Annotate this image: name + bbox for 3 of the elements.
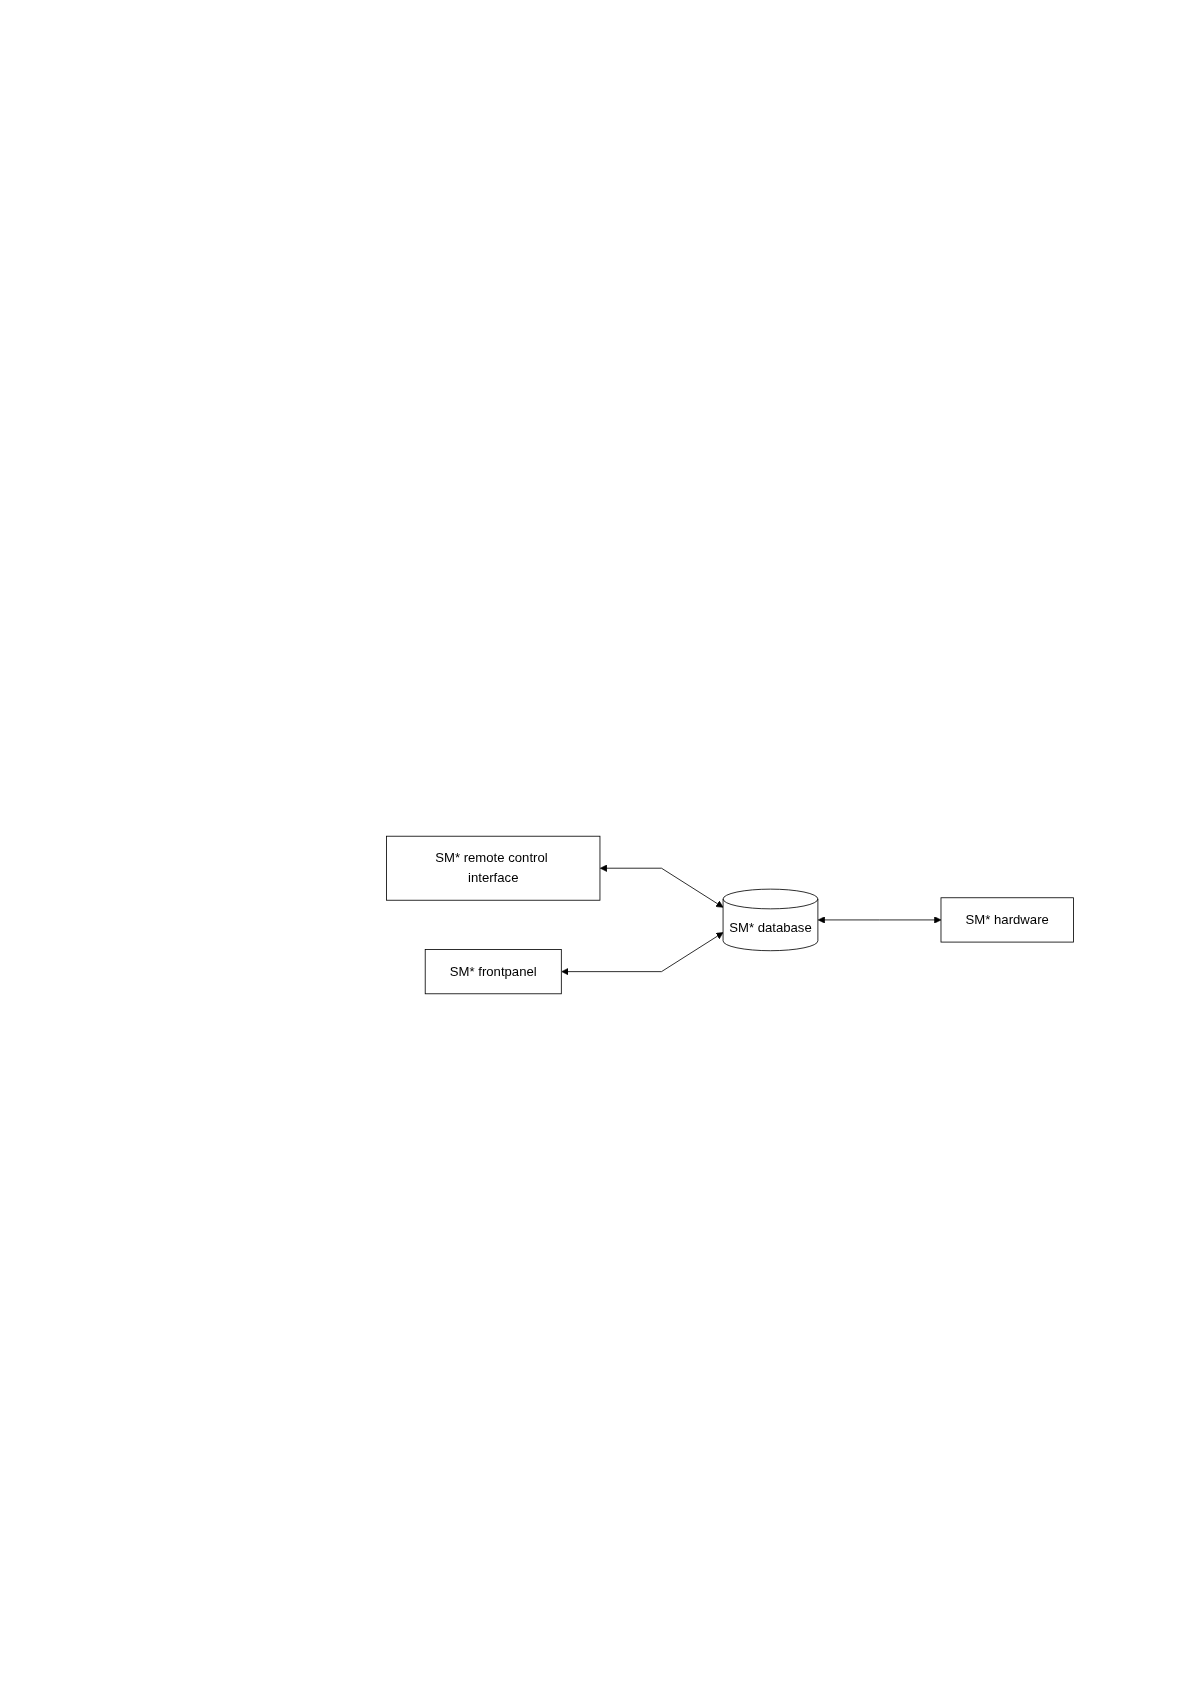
- node-box: SM* frontpanel: [424, 949, 562, 995]
- node-box: SM* remote control interface: [386, 835, 601, 901]
- node-box: SM* hardware: [940, 897, 1074, 943]
